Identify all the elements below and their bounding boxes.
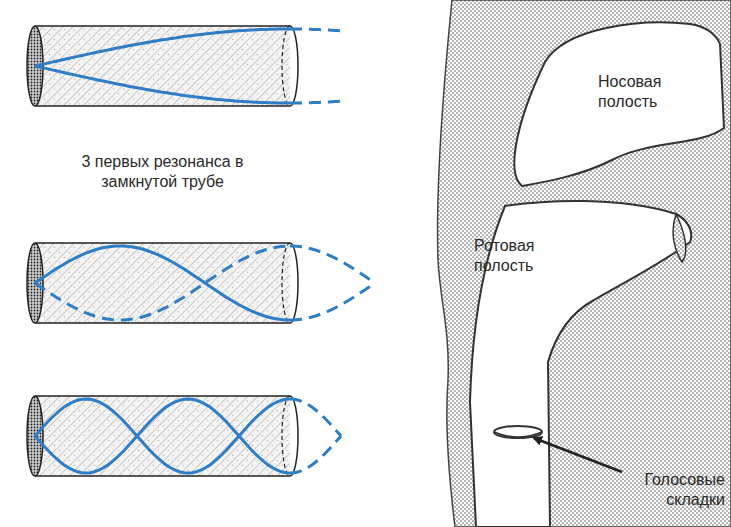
tube-wall bbox=[35, 242, 290, 244]
open-end bbox=[282, 243, 290, 323]
standing-wave bbox=[35, 399, 290, 473]
standing-wave bbox=[35, 66, 290, 103]
tube-body bbox=[35, 396, 290, 476]
standing-wave-end bbox=[290, 246, 375, 283]
vocal-folds-edge bbox=[494, 432, 542, 437]
part-label: Голосовые складки bbox=[625, 470, 725, 510]
closed-tube bbox=[27, 243, 375, 323]
region-label: Ротовая полость bbox=[474, 236, 564, 276]
tube-wall bbox=[35, 395, 290, 397]
tube-wall bbox=[35, 322, 290, 324]
standing-wave-end bbox=[290, 283, 375, 320]
tube-body bbox=[35, 243, 290, 323]
region-label: Носовая полость bbox=[598, 72, 708, 112]
nasal-cavity bbox=[514, 22, 724, 186]
caption-text: 3 первых резонанса в замкнутой трубе bbox=[55, 152, 270, 192]
open-end bbox=[290, 243, 298, 323]
tubes bbox=[27, 26, 375, 476]
standing-wave-end bbox=[290, 436, 341, 473]
tube-wall bbox=[35, 475, 290, 477]
standing-wave-end bbox=[290, 29, 340, 31]
tube-wall bbox=[35, 25, 290, 27]
standing-wave bbox=[35, 29, 290, 66]
head-tissue bbox=[438, 0, 731, 527]
standing-wave bbox=[35, 246, 290, 320]
open-end bbox=[282, 26, 290, 106]
standing-wave bbox=[35, 246, 290, 320]
tube-body bbox=[35, 26, 290, 106]
standing-wave-end bbox=[290, 399, 341, 436]
uvula bbox=[673, 214, 686, 262]
open-end bbox=[290, 26, 298, 106]
vocal-folds bbox=[494, 426, 542, 438]
tube-wall bbox=[35, 105, 290, 107]
open-end bbox=[282, 396, 290, 476]
open-end bbox=[290, 396, 298, 476]
head-section bbox=[438, 0, 731, 527]
standing-wave-end bbox=[290, 101, 340, 103]
leader-arrow bbox=[534, 438, 622, 472]
closed-tube bbox=[27, 26, 340, 106]
standing-wave bbox=[35, 399, 290, 473]
closed-tube bbox=[27, 396, 341, 476]
